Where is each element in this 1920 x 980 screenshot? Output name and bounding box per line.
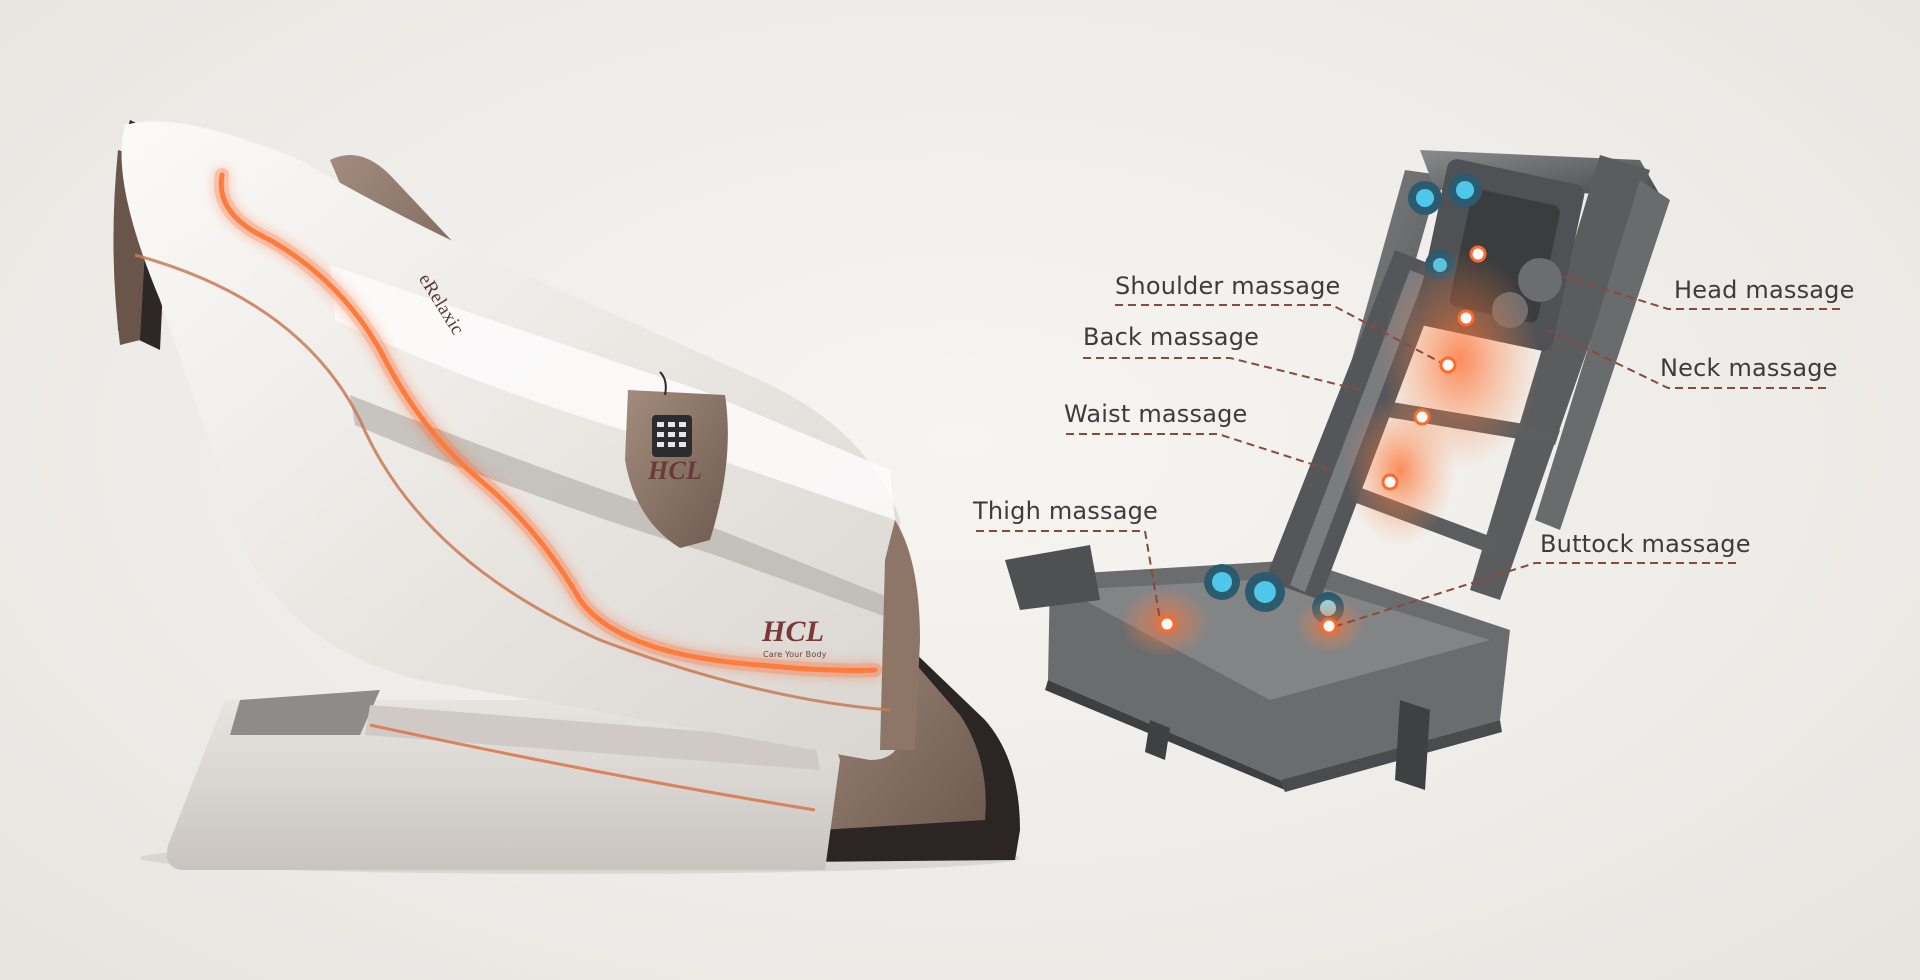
massage-points [1158, 245, 1487, 635]
massage-chair [113, 120, 1020, 874]
massage-frame [1005, 150, 1670, 792]
label-shoulder-massage: Shoulder massage [1115, 272, 1341, 300]
label-back-massage: Back massage [1083, 323, 1260, 351]
remote-pocket [625, 390, 728, 548]
label-waist-massage: Waist massage [1064, 400, 1248, 428]
label-head-massage: Head massage [1674, 276, 1855, 304]
pocket-logo: HCL [648, 456, 703, 485]
logo-tagline: Care Your Body [763, 650, 827, 659]
label-neck-massage: Neck massage [1660, 354, 1838, 382]
label-thigh-massage: Thigh massage [973, 497, 1159, 525]
side-logo: HCL [762, 615, 825, 648]
leader-lines [976, 275, 1840, 629]
heat-track [218, 172, 878, 673]
label-buttock-massage: Buttock massage [1540, 530, 1751, 558]
